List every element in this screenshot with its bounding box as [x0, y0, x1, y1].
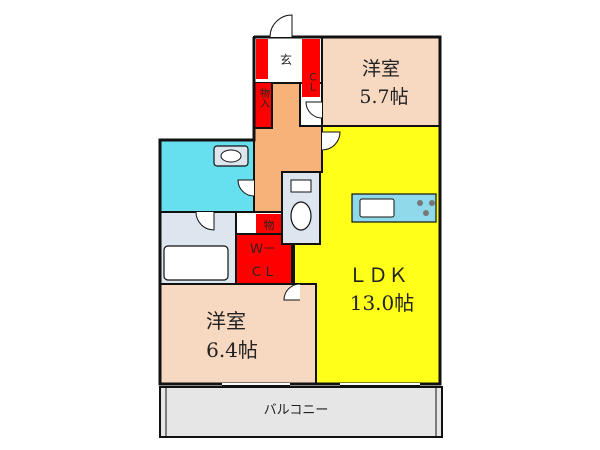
- room1-size: 5.7帖: [359, 86, 408, 108]
- room1-name: 洋室: [362, 58, 400, 80]
- stove-burner: [417, 200, 423, 206]
- ldk-door: [321, 131, 341, 151]
- balcony-label: バルコニー: [264, 403, 329, 418]
- toilet-bowl: [290, 201, 312, 231]
- entrance-storage: [256, 39, 268, 79]
- entrance-door: [269, 14, 293, 38]
- western-room-1: [321, 36, 441, 127]
- bath-door: [195, 211, 215, 231]
- ldk-size: 13.0帖: [350, 291, 415, 315]
- balcony: [159, 386, 443, 438]
- ldk-name: ＬＤＫ: [348, 263, 408, 287]
- storage-1: [254, 83, 272, 128]
- room2-name: 洋室: [206, 309, 246, 333]
- room2-size: 6.4帖: [206, 338, 258, 362]
- entrance-label: 玄: [280, 52, 292, 67]
- closet-cl-label: ＣＬ: [306, 72, 317, 92]
- storage-2: [256, 214, 282, 234]
- room1-door: [305, 101, 323, 119]
- wic-label-line1: Ｗ－: [250, 242, 276, 257]
- storage-1-label: 物入: [258, 87, 270, 108]
- wic-label-line2: ＣＬ: [250, 265, 276, 280]
- bathtub: [163, 245, 229, 281]
- washroom-door: [237, 179, 255, 197]
- storage-2-label: 物: [264, 218, 275, 232]
- room2-door: [283, 283, 301, 301]
- kitchen-sink: [359, 198, 395, 218]
- western-room-2: [159, 283, 317, 385]
- closet-cl: [302, 39, 320, 97]
